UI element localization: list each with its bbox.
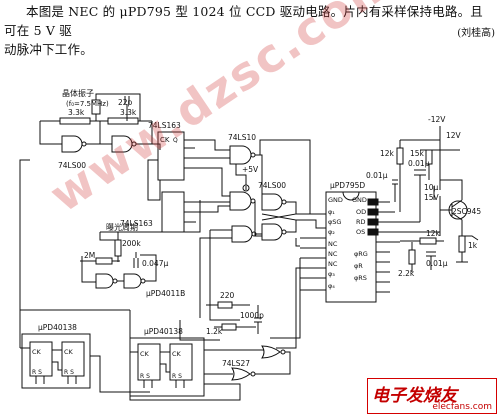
svg-text:CK: CK — [140, 350, 150, 358]
latch-74ls00 — [210, 154, 297, 243]
pin-gnd2: GND — [352, 196, 367, 204]
resistor-r1 — [59, 117, 91, 125]
svg-text:CK: CK — [172, 350, 182, 358]
label-001a: 0.01μ — [408, 159, 430, 168]
label-crystal-freq: (f₀=7.5MHz) — [66, 100, 109, 108]
label-15k: 15k — [410, 149, 425, 158]
label-r1: 3.3k — [68, 108, 85, 117]
label-12v: 12V — [446, 131, 462, 140]
label-crystal: 晶体振子 — [62, 88, 94, 98]
label-22p: 22p — [118, 98, 133, 107]
label-220: 220 — [220, 291, 235, 300]
label-74ls163-top: 74LS163 — [148, 121, 181, 130]
svg-text:R S: R S — [64, 369, 74, 376]
pin-phi3: φ₃ — [328, 270, 335, 278]
label-40138-mid: μPD40138 — [144, 327, 183, 336]
pin-os: OS — [356, 228, 365, 236]
pin-phirg: φRG — [354, 250, 368, 258]
ic-upd795d — [296, 191, 440, 303]
label-74ls27: 74LS27 — [222, 359, 250, 368]
label-0047: 0.047μ — [142, 259, 168, 268]
gate-74ls00-a1 — [61, 135, 83, 153]
pin-phirs: φRS — [354, 274, 367, 282]
output-section — [392, 126, 479, 272]
label-001c: 0.01μ — [426, 259, 448, 268]
label-40138-left: μPD40138 — [38, 323, 77, 332]
description-line-2: 动脉冲下工作。 — [4, 42, 93, 57]
label-exposure: 曝光周期 — [106, 222, 138, 232]
gates-74ls10 — [195, 139, 256, 213]
flipflop-upd40138-mid — [129, 310, 205, 397]
label-12k-out: 12k — [426, 229, 441, 238]
label-2m: 2M — [84, 251, 95, 260]
component-labels: 晶体振子 (f₀=7.5MHz) 3.3k 3.3k 22p 74LS00 74… — [32, 88, 481, 380]
svg-text:R S: R S — [172, 373, 182, 380]
counter-74ls163-bottom — [161, 191, 196, 233]
pin-phisg: φSG — [328, 218, 341, 226]
label-22k: 2.2k — [398, 269, 415, 278]
pin-nc2: NC — [328, 250, 338, 258]
pin-nc3: NC — [328, 260, 338, 268]
label-neg12v: -12V — [428, 115, 446, 124]
pin-phir: φR — [354, 262, 363, 270]
svg-text:R S: R S — [140, 373, 150, 380]
description-line-1: 本图是 NEC 的 μPD795 型 1024 位 CCD 驱动电路。片内有采样… — [4, 4, 483, 38]
author-credit: (刘桂高) — [457, 28, 495, 39]
svg-text:R S: R S — [32, 369, 42, 376]
flipflop-upd40138-left — [19, 310, 150, 393]
oscillator-section — [39, 93, 161, 153]
pin-od: OD — [356, 208, 366, 216]
label-200k: 200k — [122, 239, 141, 248]
svg-text:CK: CK — [64, 348, 74, 356]
label-2sc945: 2SC945 — [452, 207, 481, 216]
label-12k-top: 12k — [380, 149, 395, 158]
label-1000p: 1000p — [240, 311, 264, 320]
site-logo[interactable]: 电子发烧友 elecfans.com — [367, 378, 497, 414]
label-74ls00-b: 74LS00 — [258, 181, 286, 190]
label-74ls163-bottom: 74LS163 — [120, 219, 153, 228]
pin-phi1: φ₁ — [328, 208, 335, 216]
pin-nc1: NC — [328, 240, 338, 248]
label-001b: 0.01μ — [366, 171, 388, 180]
logo-text-en: elecfans.com — [432, 402, 492, 412]
label-15v: 15V — [424, 193, 440, 202]
svg-text:CK: CK — [32, 348, 42, 356]
label-ck: CK — [160, 136, 170, 144]
label-12k: 1.2k — [206, 327, 223, 336]
bus-wires — [19, 139, 311, 349]
logo-text-cn: 电子发烧友 — [372, 386, 457, 406]
svg-text:Q: Q — [173, 137, 178, 144]
label-r2: 3.3k — [120, 108, 137, 117]
label-10u: 10μ — [424, 183, 439, 192]
rc-and-74ls27 — [129, 301, 291, 401]
pin-rd: RD — [356, 218, 366, 226]
counter-74ls163-top — [147, 131, 215, 201]
label-74ls00-a: 74LS00 — [58, 161, 86, 170]
pin-gnd: GND — [328, 196, 343, 204]
capacitor-22p — [124, 96, 130, 121]
label-1k: 1k — [468, 241, 478, 250]
label-74ls10: 74LS10 — [228, 133, 256, 142]
pin-phi2: φ₂ — [328, 228, 335, 236]
exposure-section — [80, 200, 201, 289]
pin-phi4: φ₄ — [328, 282, 335, 290]
label-upd795d: μPD795D — [330, 181, 365, 190]
label-4011: μPD4011B — [146, 289, 185, 298]
description: 本图是 NEC 的 μPD795 型 1024 位 CCD 驱动电路。片内有采样… — [4, 2, 494, 59]
label-plus5v: +5V — [242, 165, 259, 174]
